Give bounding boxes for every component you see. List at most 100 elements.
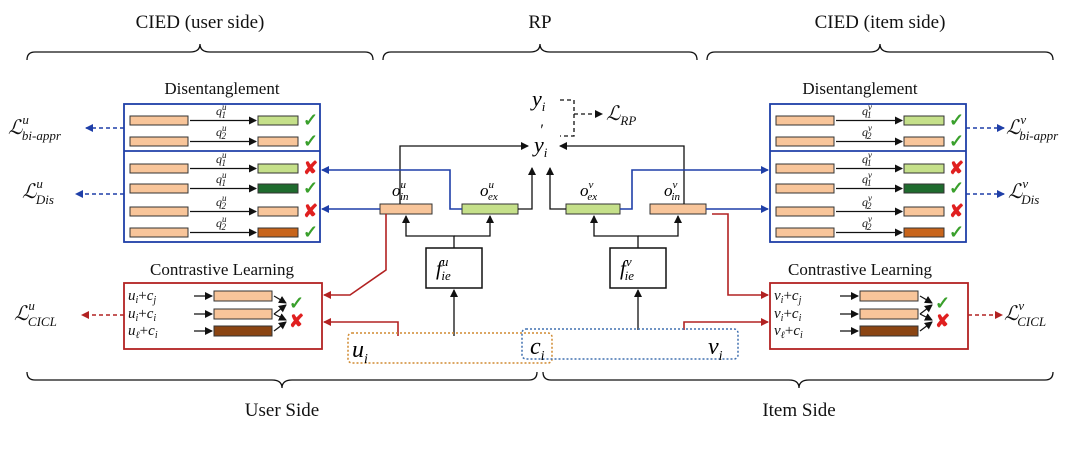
cl-row: uℓ+ci (128, 323, 273, 341)
cl-row: ui+cj (128, 288, 273, 306)
cross-icon: ✘ (289, 311, 304, 331)
bar-o-in-u (379, 203, 433, 215)
label-user-side: User Side (245, 400, 319, 421)
input-item-box (521, 328, 739, 360)
check-icon: ✓ (949, 178, 964, 198)
dis-output-bar (903, 206, 945, 217)
check-icon: ✓ (303, 178, 318, 198)
bar-o-in-v (649, 203, 707, 215)
brace-item-side (542, 371, 1054, 389)
cl-expression: uℓ+ci (128, 323, 158, 341)
header-cied-item: CIED (item side) (815, 12, 946, 33)
check-icon: ✓ (303, 222, 318, 242)
cl-expression: vi+cj (774, 288, 802, 306)
dis-input-bar (775, 206, 835, 217)
rp-output-y: yi (530, 86, 546, 114)
loss-rp: ℒRP (606, 103, 636, 128)
svg-text:ui: ui (352, 337, 368, 367)
disentanglement-left-box (123, 103, 321, 243)
encoder-user-box (425, 247, 483, 289)
dis-input-bar (129, 183, 189, 194)
dis-input-bar (775, 227, 835, 238)
brace-cied-user (26, 43, 374, 61)
cl-row: vi+cj (774, 288, 919, 306)
check-icon: ✓ (303, 110, 318, 130)
dis-output-bar (257, 227, 299, 238)
bar-o-ex-v (565, 203, 621, 215)
dis-input-bar (775, 163, 835, 174)
dis-output-bar (257, 206, 299, 217)
check-icon: ✓ (949, 222, 964, 242)
cl-converge-arrows (273, 295, 287, 332)
dis-output-bar (257, 136, 299, 147)
dis-input-bar (129, 163, 189, 174)
dis-output-bar (903, 136, 945, 147)
dis-output-bar (257, 115, 299, 126)
input-user-box (347, 332, 553, 364)
cl-bar (859, 290, 919, 302)
header-cied-user: CIED (user side) (136, 12, 265, 33)
rp-dashed-bracket (560, 99, 575, 137)
cross-icon: ✘ (935, 311, 950, 331)
check-icon: ✓ (289, 293, 304, 313)
cross-icon: ✘ (303, 158, 318, 178)
cl-bar (859, 325, 919, 337)
arrows-item-encoder-out (590, 215, 682, 248)
brace-rp (382, 43, 698, 61)
cl-bar (213, 290, 273, 302)
cl-bar (213, 308, 273, 320)
dis-output-bar (257, 183, 299, 194)
check-icon: ✓ (949, 131, 964, 151)
brace-cied-item (706, 43, 1054, 61)
check-icon: ✓ (949, 110, 964, 130)
header-rp: RP (528, 12, 551, 33)
dis-output-bar (903, 163, 945, 174)
input-v: vi (708, 334, 723, 364)
label-item-side: Item Side (762, 400, 835, 421)
arrows-to-contrastive (323, 213, 769, 336)
disentanglement-right-box (769, 103, 967, 243)
title-disentanglement-left: Disentanglement (164, 79, 279, 98)
dis-output-bar (257, 163, 299, 174)
dis-output-bar (903, 183, 945, 194)
contrastive-left-box (123, 282, 323, 350)
cl-expression: ui+ci (128, 306, 156, 324)
title-disentanglement-right: Disentanglement (802, 79, 917, 98)
rp-output-y-prime: yi′ (532, 122, 548, 160)
arrows-to-prediction (399, 142, 685, 210)
cl-expression: vi+ci (774, 306, 802, 324)
cross-icon: ✘ (949, 158, 964, 178)
